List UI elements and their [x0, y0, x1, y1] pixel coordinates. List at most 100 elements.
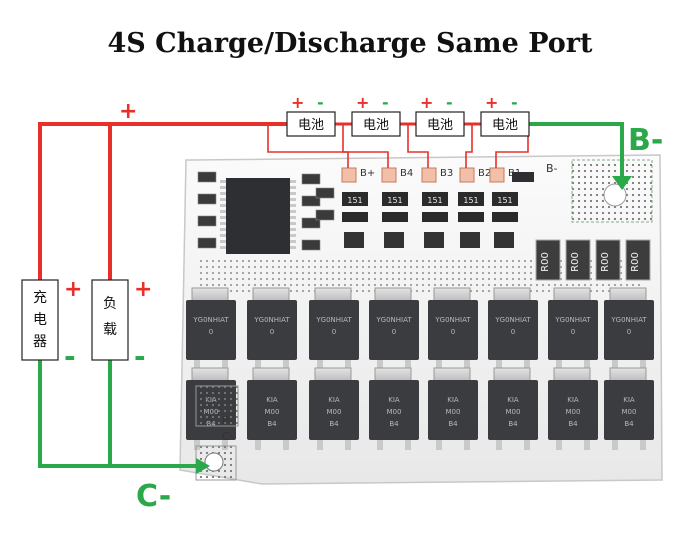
battery-cell-2: 电池 +- — [351, 93, 401, 137]
shunt-resistor — [625, 239, 651, 281]
mosfet-marking: B4 — [389, 420, 399, 428]
balance-tap-label: B2 — [478, 168, 491, 179]
smd-capacitor — [197, 215, 217, 227]
charger-char-1: 充 — [33, 290, 47, 306]
battery-cell-label: 电池 — [298, 118, 324, 133]
smd-capacitor — [197, 193, 217, 205]
mosfet-marking: 0 — [392, 328, 396, 336]
shunt-code: R00 — [540, 252, 551, 272]
mosfet-marking: M00 — [327, 408, 342, 416]
balance-tap-pad — [489, 167, 505, 183]
smd-capacitor — [301, 217, 321, 229]
mosfet-marking: B4 — [448, 420, 458, 428]
mosfet-marking: KIA — [328, 396, 340, 404]
shunt-resistor — [565, 239, 591, 281]
load-box: 负 载 — [91, 279, 129, 361]
smd-capacitor — [301, 173, 321, 185]
load-minus-sign: - — [134, 340, 146, 373]
battery-cell-minus-sign: - — [382, 93, 389, 112]
balance-resistor — [458, 192, 484, 206]
mosfet-marking: M00 — [506, 408, 521, 416]
mosfet-marking: KIA — [507, 396, 519, 404]
resistor-code: 151 — [463, 196, 478, 205]
diagram-title: 4S Charge/Discharge Same Port — [107, 28, 593, 59]
mosfet-marking: 0 — [332, 328, 336, 336]
mosfet-marking: 0 — [571, 328, 575, 336]
balance-tap-pad — [341, 167, 357, 183]
shunt-code: R00 — [630, 252, 641, 272]
smd-capacitor — [301, 239, 321, 251]
balance-lead-5 — [495, 124, 529, 168]
battery-cell-plus-sign: + — [291, 93, 304, 112]
balance-tap-pad — [459, 167, 475, 183]
charger-box: 充 电 器 — [21, 279, 59, 361]
smd-capacitor — [197, 237, 217, 249]
load-plus-sign: + — [134, 277, 152, 302]
load-char-1: 负 — [103, 296, 117, 312]
smd-capacitor — [197, 171, 217, 183]
balance-resistor-2 — [382, 212, 408, 222]
mosfet-marking: B4 — [329, 420, 339, 428]
balance-transistor — [424, 232, 444, 248]
battery-cell-label: 电池 — [492, 118, 518, 133]
balance-tap-pad — [381, 167, 397, 183]
shunt-resistor — [595, 239, 621, 281]
mosfet-marking: KIA — [623, 396, 635, 404]
balance-resistor — [422, 192, 448, 206]
mosfet-marking: KIA — [388, 396, 400, 404]
c-minus-pad-hole — [204, 452, 224, 472]
battery-cell-minus-sign: - — [317, 93, 324, 112]
mosfet-marking: M00 — [387, 408, 402, 416]
battery-cell-plus-sign: + — [356, 93, 369, 112]
balance-lead-1 — [267, 124, 349, 168]
balance-lead-2 — [342, 124, 389, 168]
resistor-code: 151 — [427, 196, 442, 205]
protection-ic — [226, 178, 290, 254]
smd-capacitor — [315, 209, 335, 221]
top-wire-plus-sign: + — [119, 99, 137, 124]
mosfet-marking: B4 — [624, 420, 634, 428]
balance-resistor-2 — [492, 212, 518, 222]
battery-cell-label: 电池 — [363, 118, 389, 133]
battery-cell-label: 电池 — [427, 118, 453, 133]
mosfet-marking: YG0NHIAT — [315, 316, 352, 324]
battery-cell-plus-sign: + — [420, 93, 433, 112]
smd-capacitor — [301, 195, 321, 207]
positive-wire — [38, 122, 481, 290]
balance-resistor-2 — [458, 212, 484, 222]
mosfet-marking: YG0NHIAT — [494, 316, 531, 324]
balance-lead-3 — [407, 124, 429, 168]
board-p-minus-silk: P- — [222, 414, 232, 427]
mosfet-marking: 0 — [209, 328, 213, 336]
balance-transistor — [344, 232, 364, 248]
balance-lead-4 — [465, 124, 473, 168]
mosfet-marking: M00 — [265, 408, 280, 416]
mosfet-marking: YG0NHIAT — [434, 316, 471, 324]
battery-cell-minus-sign: - — [511, 93, 518, 112]
shunt-resistor — [535, 239, 561, 281]
charger-char-3: 器 — [33, 334, 47, 350]
balance-wires — [267, 124, 529, 168]
balance-transistor — [384, 232, 404, 248]
mosfet-marking: YG0NHIAT — [610, 316, 647, 324]
board-c-minus-silk: C- — [222, 430, 234, 443]
negative-wires — [38, 122, 624, 468]
battery-cell-plus-sign: + — [485, 93, 498, 112]
battery-cell-minus-sign: - — [446, 93, 453, 112]
b-minus-label: B- — [628, 123, 663, 158]
shunt-code: R00 — [570, 252, 581, 272]
mosfet-marking: 0 — [270, 328, 274, 336]
mosfet-marking: KIA — [266, 396, 278, 404]
c-minus-arrow — [196, 458, 210, 474]
charger-minus-sign: - — [64, 340, 76, 373]
